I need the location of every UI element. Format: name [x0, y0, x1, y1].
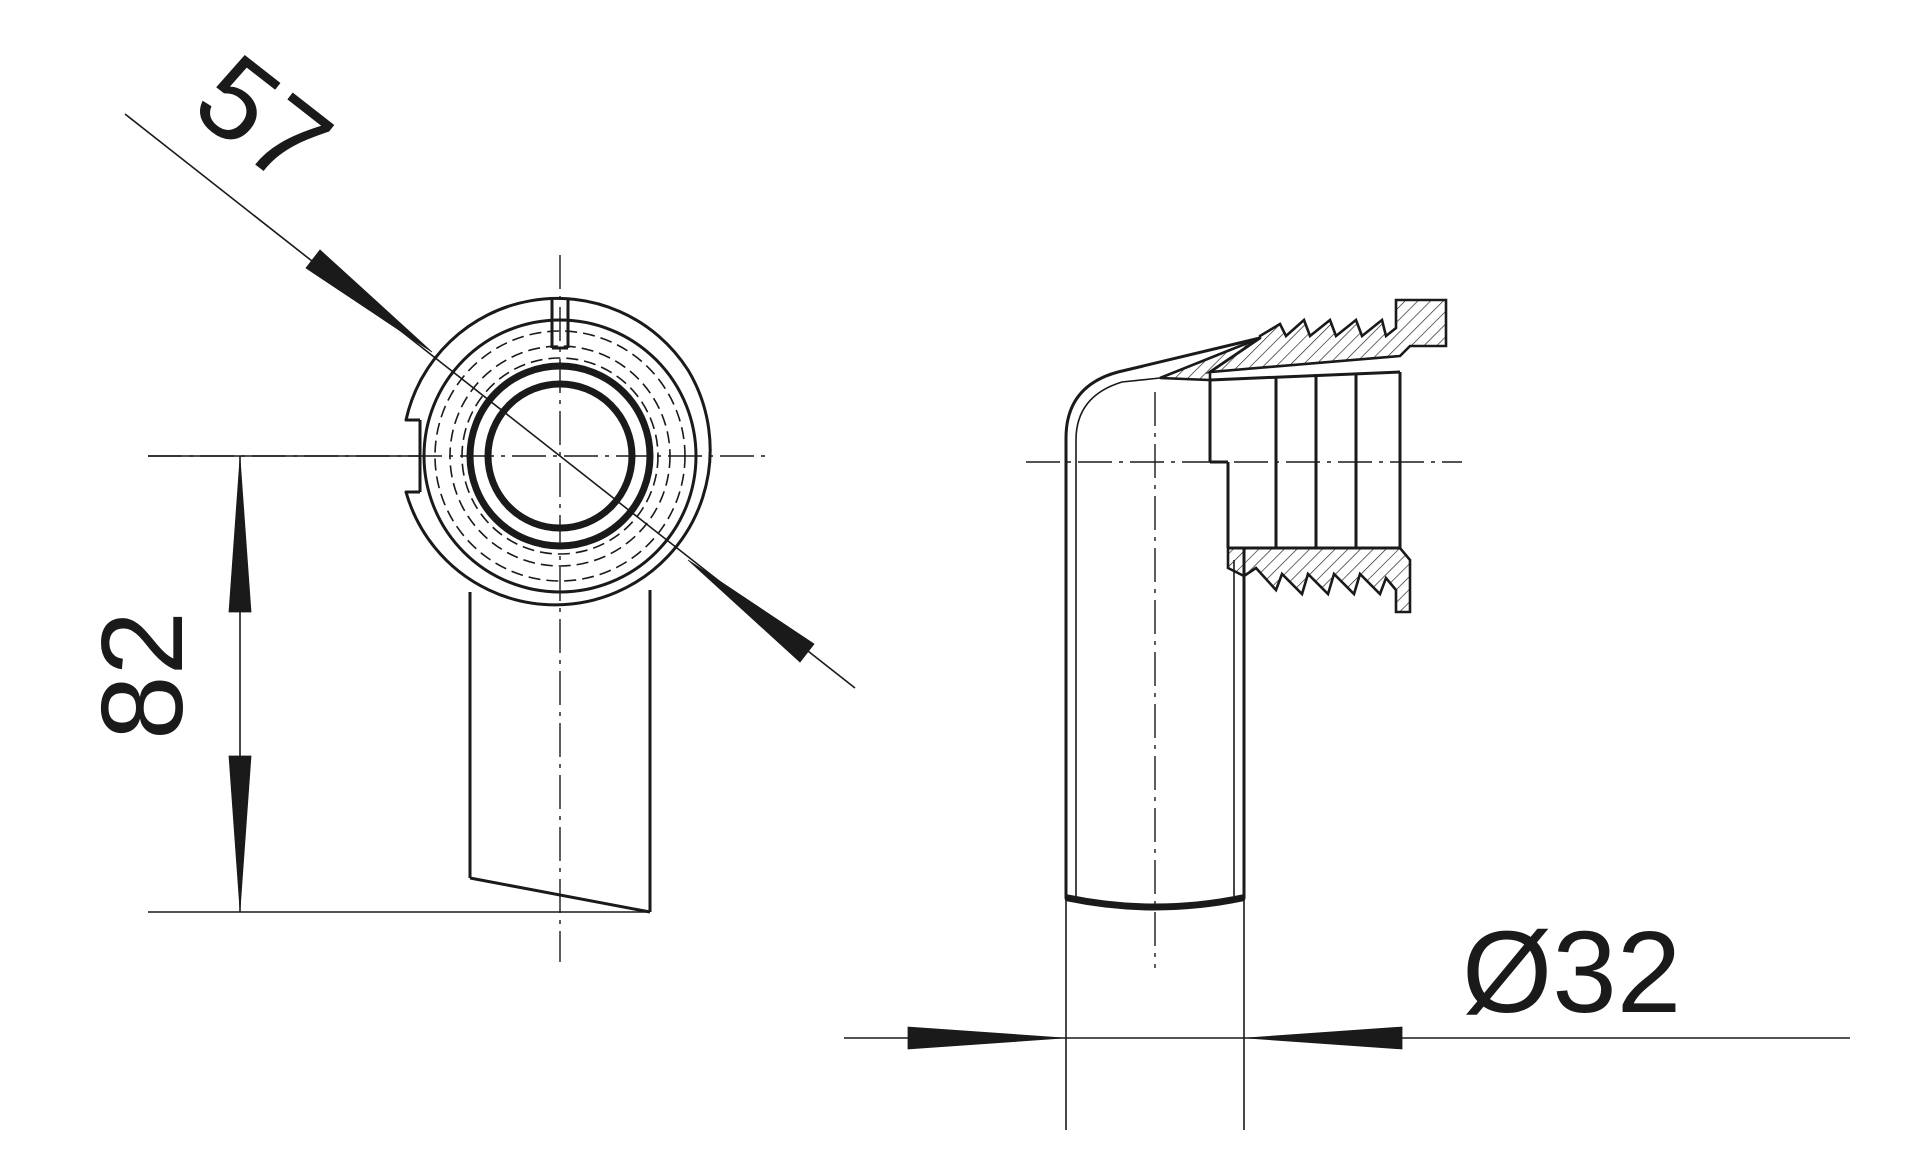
height-arrow-bottom — [228, 755, 252, 911]
diameter-arrow-upper — [305, 249, 433, 353]
front-view — [148, 255, 772, 962]
elbow-outer-wall-inner-line — [1075, 377, 1161, 896]
bore-ring-inner — [484, 380, 636, 532]
ring-diameter-label: 57 — [173, 29, 355, 211]
height-arrow-top — [228, 457, 252, 613]
lower-thread-section — [1226, 546, 1412, 614]
pipe-diameter-dimension: Ø32 — [844, 898, 1850, 1130]
hidden-thread-ring-outer — [434, 330, 686, 582]
offset-height-dimension: 82 — [77, 455, 650, 913]
offset-height-label: 82 — [77, 611, 207, 740]
second-ring — [422, 318, 698, 594]
upper-thread-section — [1205, 298, 1448, 374]
pipe-arrow-right — [1245, 1026, 1403, 1050]
hidden-thread-ring-inner — [449, 345, 671, 567]
section-view — [1026, 298, 1462, 968]
pipe-arrow-left — [907, 1026, 1065, 1050]
elbow-outer-wall — [1064, 336, 1261, 898]
socket-wall-top — [1209, 370, 1401, 382]
pipe-diameter-label: Ø32 — [1462, 907, 1681, 1037]
bore-ring-outer — [466, 362, 654, 550]
pipe-bottom-end — [1064, 894, 1246, 911]
pipe-slanted-end — [469, 876, 651, 914]
hidden-thread-ring-core — [461, 357, 659, 555]
outer-ring — [404, 296, 712, 607]
diameter-arrow-lower — [687, 559, 815, 663]
